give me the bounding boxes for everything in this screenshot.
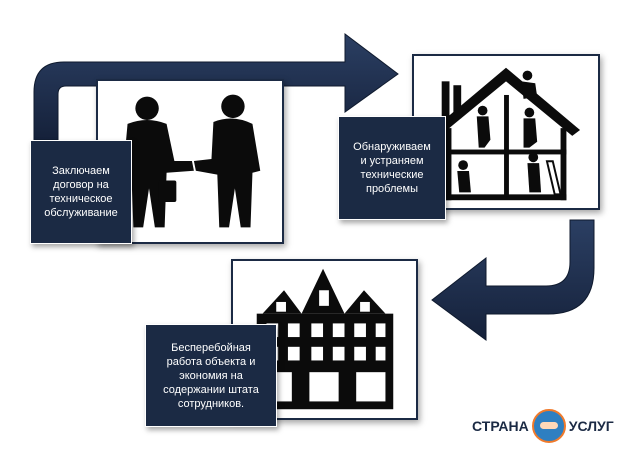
handshake-badge-icon	[531, 409, 566, 443]
step3-caption: Бесперебойная работа объекта и экономия …	[145, 324, 277, 427]
building-icon	[256, 268, 394, 410]
strana-uslug-logo: СТРАНА УСЛУГ	[472, 408, 614, 444]
logo-text-right: УСЛУГ	[568, 418, 614, 434]
logo-text-left: СТРАНА	[472, 418, 529, 434]
house-workers-icon	[431, 67, 581, 201]
arrow-step2-to-step3	[431, 219, 595, 341]
handshake-icon	[123, 94, 261, 228]
step2-caption: Обнаруживаем и устраняем технические про…	[338, 116, 446, 220]
step1-caption: Заключаем договор на техническое обслужи…	[30, 140, 132, 244]
arrow-step1-to-step2	[33, 32, 399, 141]
